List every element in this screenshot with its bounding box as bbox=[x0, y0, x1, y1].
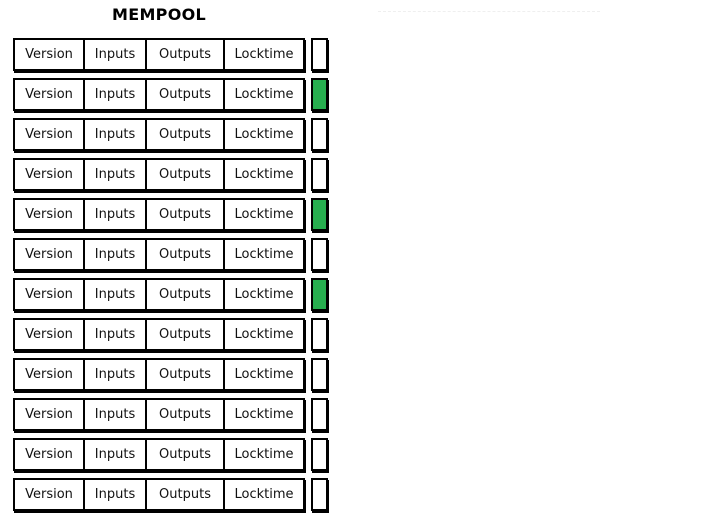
transaction-field-outputs: Outputs bbox=[147, 320, 225, 349]
transaction-status-indicator[interactable] bbox=[311, 278, 328, 311]
transaction-field-locktime: Locktime bbox=[225, 320, 303, 349]
transaction-field-version: Version bbox=[15, 400, 85, 429]
transaction-field-locktime: Locktime bbox=[225, 400, 303, 429]
transaction-status-indicator[interactable] bbox=[311, 438, 328, 471]
transaction-field-outputs: Outputs bbox=[147, 40, 225, 69]
transaction-field-version: Version bbox=[15, 320, 85, 349]
transaction-field-version: Version bbox=[15, 160, 85, 189]
transaction-field-version: Version bbox=[15, 120, 85, 149]
transaction-field-outputs: Outputs bbox=[147, 400, 225, 429]
transaction-field-outputs: Outputs bbox=[147, 240, 225, 269]
transaction-status-indicator[interactable] bbox=[311, 238, 328, 271]
transaction-field-locktime: Locktime bbox=[225, 480, 303, 509]
transaction-status-indicator[interactable] bbox=[311, 318, 328, 351]
transaction-field-version: Version bbox=[15, 40, 85, 69]
transaction-field-version: Version bbox=[15, 360, 85, 389]
transaction-field-outputs: Outputs bbox=[147, 360, 225, 389]
transaction-field-inputs: Inputs bbox=[85, 40, 147, 69]
transaction-field-inputs: Inputs bbox=[85, 320, 147, 349]
transaction-status-indicator[interactable] bbox=[311, 358, 328, 391]
transaction-field-version: Version bbox=[15, 80, 85, 109]
transaction-field-outputs: Outputs bbox=[147, 120, 225, 149]
transaction-field-locktime: Locktime bbox=[225, 280, 303, 309]
transaction-field-version: Version bbox=[15, 240, 85, 269]
transaction-field-locktime: Locktime bbox=[225, 120, 303, 149]
transaction-field-inputs: Inputs bbox=[85, 400, 147, 429]
transaction-field-locktime: Locktime bbox=[225, 360, 303, 389]
transaction-field-locktime: Locktime bbox=[225, 200, 303, 229]
transaction-field-inputs: Inputs bbox=[85, 240, 147, 269]
transaction-field-locktime: Locktime bbox=[225, 80, 303, 109]
transaction-field-version: Version bbox=[15, 280, 85, 309]
transaction-field-outputs: Outputs bbox=[147, 160, 225, 189]
transaction-field-locktime: Locktime bbox=[225, 440, 303, 469]
transaction-field-locktime: Locktime bbox=[225, 160, 303, 189]
transaction-status-indicator[interactable] bbox=[311, 478, 328, 511]
transaction-status-indicator[interactable] bbox=[311, 158, 328, 191]
transaction-field-inputs: Inputs bbox=[85, 440, 147, 469]
transaction-field-version: Version bbox=[15, 480, 85, 509]
transaction-status-indicator[interactable] bbox=[311, 78, 328, 111]
transaction-field-inputs: Inputs bbox=[85, 480, 147, 509]
transaction-field-outputs: Outputs bbox=[147, 200, 225, 229]
transaction-field-inputs: Inputs bbox=[85, 360, 147, 389]
transaction-field-outputs: Outputs bbox=[147, 480, 225, 509]
transaction-field-inputs: Inputs bbox=[85, 200, 147, 229]
transaction-field-inputs: Inputs bbox=[85, 280, 147, 309]
page-title: MEMPOOL bbox=[112, 5, 206, 24]
transaction-field-locktime: Locktime bbox=[225, 240, 303, 269]
transaction-field-outputs: Outputs bbox=[147, 440, 225, 469]
transaction-field-outputs: Outputs bbox=[147, 280, 225, 309]
transaction-field-version: Version bbox=[15, 200, 85, 229]
transaction-status-indicator[interactable] bbox=[311, 38, 328, 71]
transaction-field-outputs: Outputs bbox=[147, 80, 225, 109]
transaction-field-inputs: Inputs bbox=[85, 160, 147, 189]
transaction-field-inputs: Inputs bbox=[85, 80, 147, 109]
transaction-field-locktime: Locktime bbox=[225, 40, 303, 69]
transaction-field-inputs: Inputs bbox=[85, 120, 147, 149]
transaction-status-indicator[interactable] bbox=[311, 398, 328, 431]
faint-divider-rule bbox=[378, 11, 600, 12]
transaction-field-version: Version bbox=[15, 440, 85, 469]
transaction-status-indicator[interactable] bbox=[311, 118, 328, 151]
transaction-status-indicator[interactable] bbox=[311, 198, 328, 231]
